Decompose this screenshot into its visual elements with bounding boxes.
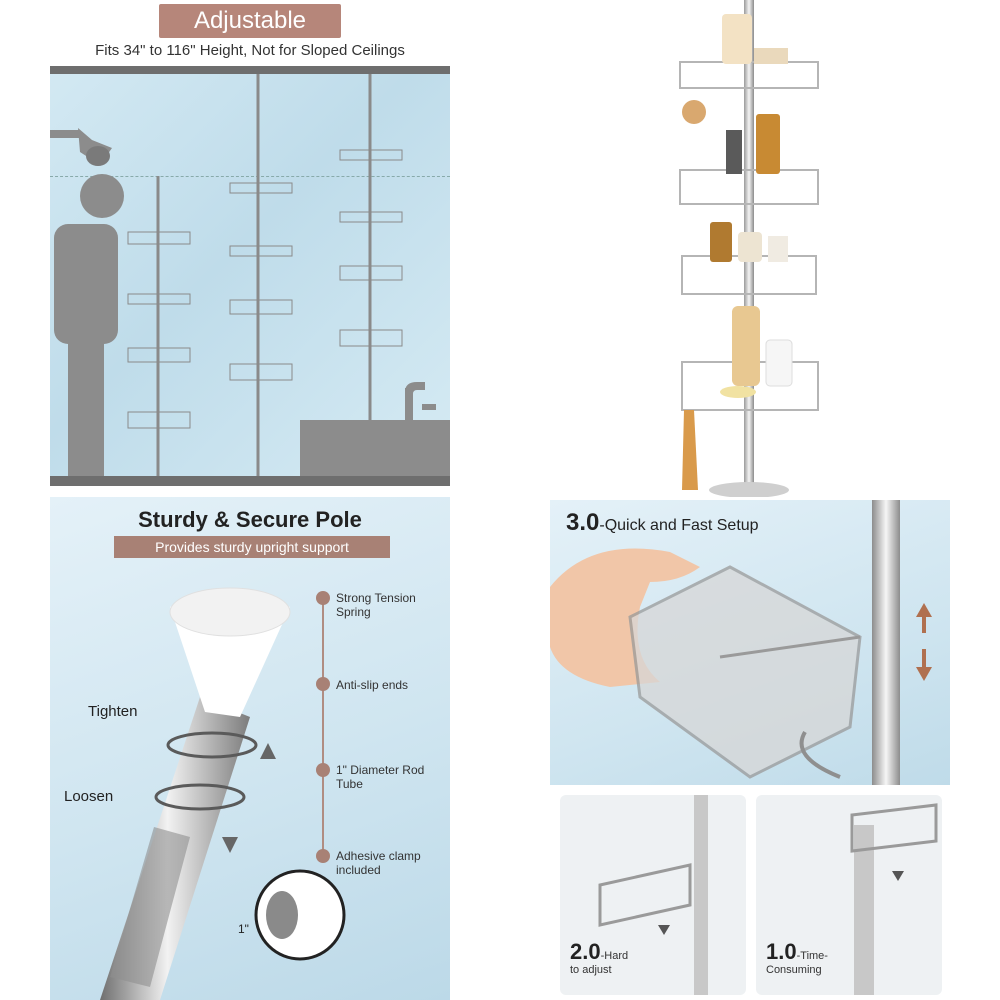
setup-illustration [550, 500, 932, 785]
shelf-2 [679, 114, 819, 205]
feature-clamp: Adhesive clamp included [336, 849, 421, 877]
loosen-label: Loosen [64, 788, 114, 805]
rotate-arrows [154, 731, 258, 811]
step-2-label: -Hard [600, 950, 629, 962]
step-1-text: 1.0-Time- Consuming [766, 941, 828, 977]
setup-panel: 3.0-Quick and Fast Setup [550, 497, 950, 1000]
feature-dot [316, 763, 330, 777]
adjustable-badge: Adjustable [159, 4, 341, 38]
feature-dot [316, 849, 330, 863]
caddy-pole-medium [229, 74, 293, 476]
caddy-pole-tall [339, 74, 403, 420]
step-1-label: -Time- [796, 950, 828, 962]
up-down-arrows [222, 743, 276, 853]
step-2-text: 2.0-Hard to adjust [570, 941, 629, 977]
setup-score: 3.0 [566, 509, 600, 536]
setup-heading: 3.0-Quick and Fast Setup [566, 509, 759, 537]
feature-anti-slip: Anti-slip ends [336, 678, 409, 692]
diameter-callout [254, 869, 346, 961]
step-1-illustration [850, 803, 938, 995]
basket-icon [628, 565, 862, 779]
step-2-card: 2.0-Hard to adjust [560, 795, 746, 995]
anti-slip-end-cap [169, 587, 291, 717]
feature-diameter: 1" Diameter Rod Tube [336, 763, 425, 791]
ceiling-bar [50, 66, 450, 74]
setup-heading-text: -Quick and Fast Setup [599, 517, 759, 534]
pole-illustration [100, 587, 346, 1000]
bathtub-icon [300, 382, 450, 478]
caddy-pole-short [127, 176, 191, 476]
shower-head-icon [50, 128, 112, 166]
setup-pole [872, 500, 900, 785]
diameter-label: 1" [238, 922, 249, 936]
shelf-4 [681, 306, 819, 490]
height-range-text: Fits 34" to 116" Height, Not for Sloped … [95, 42, 405, 59]
step-1-card: 1.0-Time- Consuming [756, 795, 942, 995]
step-1-label-2: Consuming [766, 964, 822, 976]
adjustable-illustration [50, 74, 450, 478]
sturdy-tagline: Provides sturdy upright support [114, 536, 390, 558]
adjustable-panel: Adjustable Fits 34" to 116" Height, Not … [50, 0, 450, 486]
floor-bar [50, 476, 450, 486]
person-silhouette [54, 174, 124, 476]
updown-arrow-icon [916, 603, 932, 681]
step-1-score: 1.0 [766, 939, 797, 964]
height-guide-line [50, 176, 450, 177]
sturdy-title: Sturdy & Secure Pole [138, 507, 362, 532]
step-2-label-2: to adjust [570, 964, 612, 976]
pole-base [709, 482, 789, 498]
feature-spring: Strong Tension Spring [336, 591, 416, 619]
tighten-label: Tighten [88, 703, 138, 720]
shelf-3 [681, 222, 817, 295]
product-photo-panel [640, 0, 860, 500]
rod-tube [100, 697, 250, 1000]
sturdy-panel: Sturdy & Secure Pole Provides sturdy upr… [50, 497, 450, 1000]
feature-dot [316, 677, 330, 691]
shower-caddy-photo [679, 0, 819, 498]
step-2-illustration [598, 795, 708, 995]
shelf-1 [679, 14, 819, 124]
curved-arrow-icon [799, 730, 841, 779]
feature-dot [316, 591, 330, 605]
step-2-score: 2.0 [570, 939, 601, 964]
feature-timeline [322, 597, 324, 857]
hand-icon [550, 548, 700, 687]
